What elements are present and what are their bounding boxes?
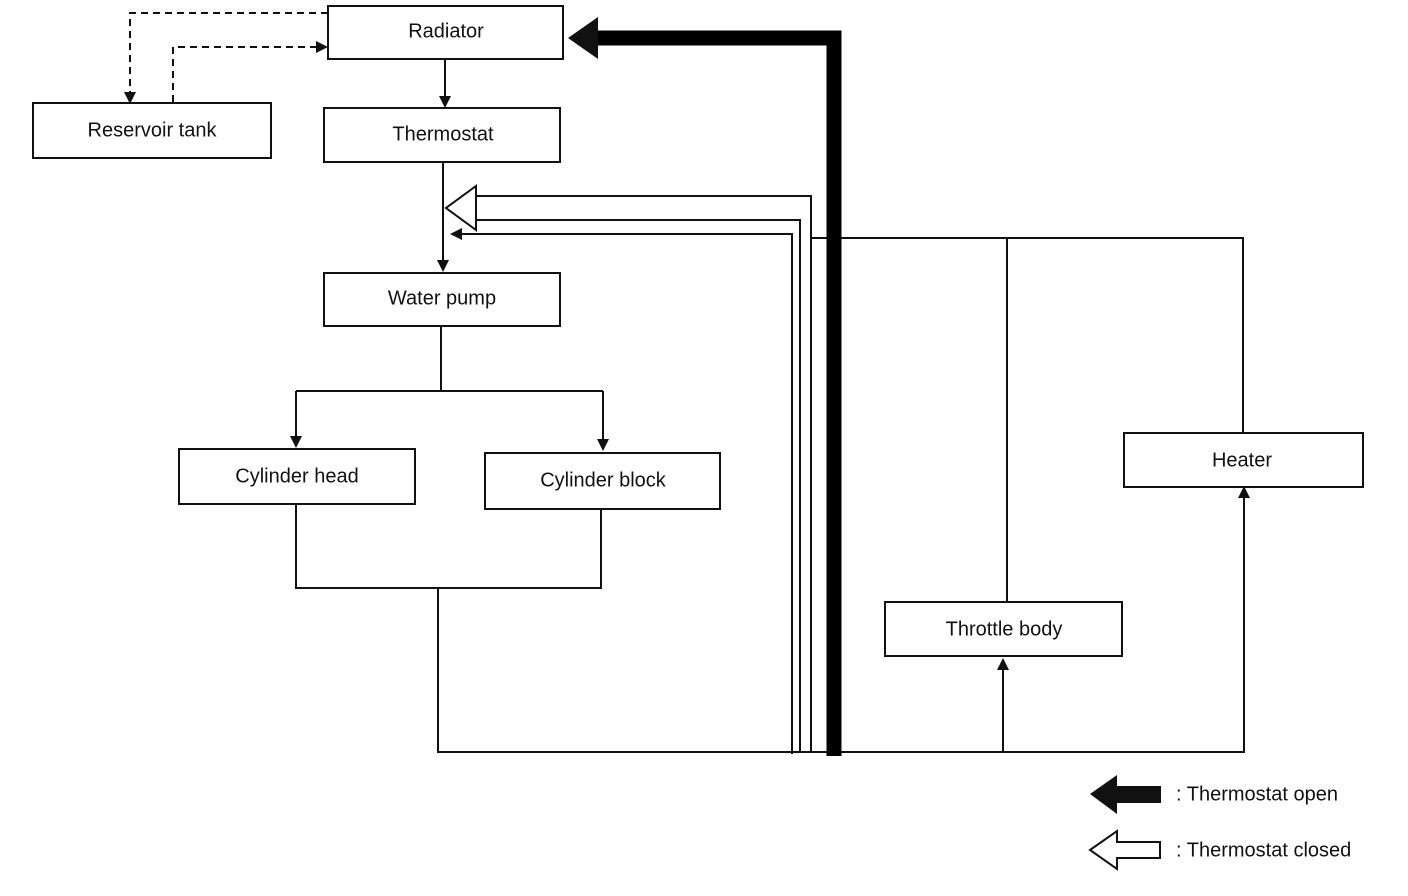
heater-return-line: [810, 237, 1244, 433]
cylinder-head-arrowhead: [290, 436, 302, 448]
reservoir-to-radiator-dashed-line: [172, 46, 318, 102]
radiator-to-reservoir-dashed-line: [129, 12, 328, 100]
bypass-line: [458, 233, 793, 754]
open-flow-line: [596, 30, 842, 756]
open-flow-arrowhead: [568, 17, 598, 59]
closed-flow-arrowhead: [444, 184, 477, 232]
closed-flow-inner-line: [476, 219, 801, 752]
legend-open-arrow-icon: [1090, 775, 1161, 814]
thermostat-box: Thermostat: [323, 107, 561, 163]
legend-closed-label: : Thermostat closed: [1176, 839, 1351, 861]
bypass-arrowhead: [450, 228, 462, 240]
legend-closed-arrow-icon: [1088, 829, 1161, 871]
heater-arrowhead: [1238, 486, 1250, 498]
engine-outlet-merge-line: [295, 505, 602, 589]
legend-open-label: : Thermostat open: [1176, 783, 1338, 805]
water-pump-label: Water pump: [388, 287, 496, 309]
thermostat-arrowhead: [439, 96, 451, 108]
radiator-box: Radiator: [327, 5, 564, 60]
cylinder-block-arrowhead: [597, 439, 609, 451]
reservoir-tank-label: Reservoir tank: [88, 119, 218, 141]
water-pump-arrowhead: [437, 260, 449, 272]
cylinder-head-box: Cylinder head: [178, 448, 416, 505]
heater-label: Heater: [1212, 449, 1272, 471]
thermostat-label: Thermostat: [392, 123, 494, 145]
cylinder-head-label: Cylinder head: [235, 465, 358, 487]
reservoir-tank-box: Reservoir tank: [32, 102, 272, 159]
cylinder-block-label: Cylinder block: [540, 469, 667, 491]
cylinder-block-box: Cylinder block: [484, 452, 721, 510]
closed-flow-outer-line: [476, 195, 812, 752]
reservoir-arrowhead: [124, 92, 136, 104]
water-pump-box: Water pump: [323, 272, 561, 327]
throttle-body-box: Throttle body: [884, 601, 1123, 657]
throttle-body-arrowhead: [997, 658, 1009, 670]
throttle-body-label: Throttle body: [946, 618, 1063, 640]
radiator-dashed-arrowhead: [316, 41, 328, 53]
legend: : Thermostat open : Thermostat closed: [1088, 775, 1351, 871]
radiator-label: Radiator: [408, 20, 484, 42]
heater-box: Heater: [1123, 432, 1364, 488]
